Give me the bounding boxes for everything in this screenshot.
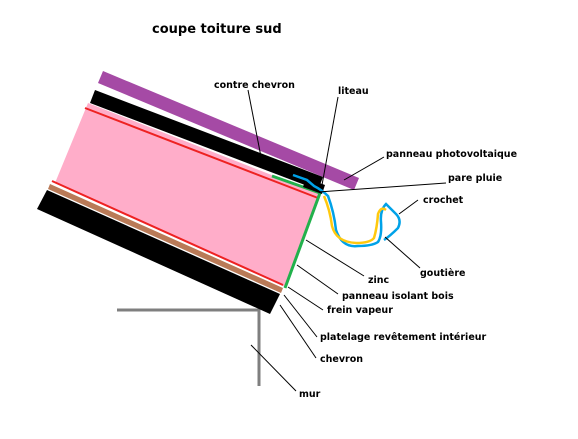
leader-contre-chevron bbox=[247, 89, 263, 163]
label-chevron: chevron bbox=[320, 354, 363, 365]
leader-gouttiere bbox=[384, 236, 421, 269]
label-crochet: crochet bbox=[423, 195, 464, 206]
leader-crochet bbox=[398, 199, 419, 215]
leader-panneau-isolant bbox=[296, 264, 339, 295]
label-liteau: liteau bbox=[338, 86, 369, 97]
gutter-shape bbox=[292, 173, 401, 248]
label-panneau-isolant-bois: panneau isolant bois bbox=[342, 291, 454, 302]
leader-liteau bbox=[321, 96, 339, 186]
insulation-panel-shape bbox=[55, 103, 320, 287]
vapour-barrier-line bbox=[51, 180, 284, 286]
leader-chevron bbox=[279, 304, 317, 359]
interior-boarding-shape bbox=[48, 184, 283, 293]
label-pare-pluie: pare pluie bbox=[448, 173, 502, 184]
rafter-shape bbox=[37, 190, 280, 314]
wall-shape bbox=[117, 308, 261, 386]
leader-zinc bbox=[305, 239, 365, 277]
gutter-hook-shape bbox=[322, 195, 387, 245]
label-gouttiere: goutière bbox=[420, 268, 465, 279]
counter-rafter-shape bbox=[90, 90, 323, 190]
diagram-title: coupe toiture sud bbox=[152, 22, 282, 37]
leader-panneau-photovoltaique bbox=[343, 156, 385, 181]
label-mur: mur bbox=[299, 389, 321, 400]
label-zinc: zinc bbox=[368, 275, 389, 286]
leader-lines bbox=[247, 89, 447, 392]
rain-barrier-line bbox=[84, 107, 319, 199]
photovoltaic-panel-shape bbox=[98, 71, 359, 190]
label-frein-vapeur: frein vapeur bbox=[327, 305, 393, 316]
leader-pare-pluie bbox=[317, 182, 447, 193]
leader-frein-vapeur bbox=[287, 286, 324, 311]
label-panneau-photovoltaique: panneau photovoltaique bbox=[386, 149, 517, 160]
leader-platelage bbox=[283, 294, 318, 338]
label-contre-chevron: contre chevron bbox=[214, 80, 295, 91]
label-platelage: platelage revêtement intérieur bbox=[320, 332, 487, 343]
leader-mur bbox=[250, 344, 297, 392]
